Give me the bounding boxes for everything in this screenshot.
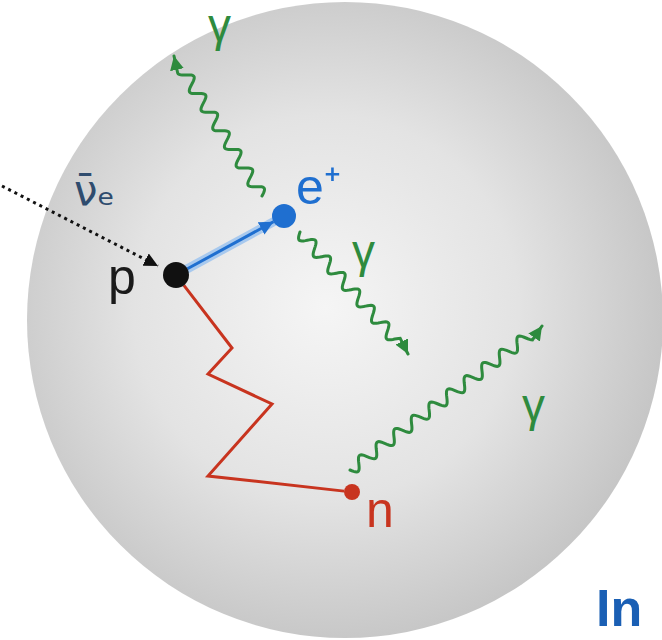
neutrino-label: ν̄ₑ — [74, 170, 115, 212]
particle-label: n — [366, 485, 394, 535]
particle-label: e⁺ — [296, 162, 341, 212]
neutron-path — [184, 285, 344, 491]
photon-group — [174, 56, 542, 472]
neutron-dot: n — [344, 484, 360, 500]
positron-track — [187, 222, 273, 269]
heading-fragment: In — [596, 582, 642, 634]
particle-label: p — [108, 252, 136, 302]
photon-label: γ — [522, 382, 545, 428]
photon-label: γ — [352, 228, 375, 274]
photon-wave — [174, 56, 264, 196]
positron-dot: e⁺ — [272, 204, 296, 228]
zigzag-line — [184, 285, 344, 491]
photon-label: γ — [208, 2, 231, 48]
track-line — [187, 222, 273, 269]
proton-dot: p — [163, 262, 189, 288]
photon-wave — [350, 326, 542, 472]
detector-sphere — [27, 2, 662, 638]
track-glow — [187, 222, 273, 269]
